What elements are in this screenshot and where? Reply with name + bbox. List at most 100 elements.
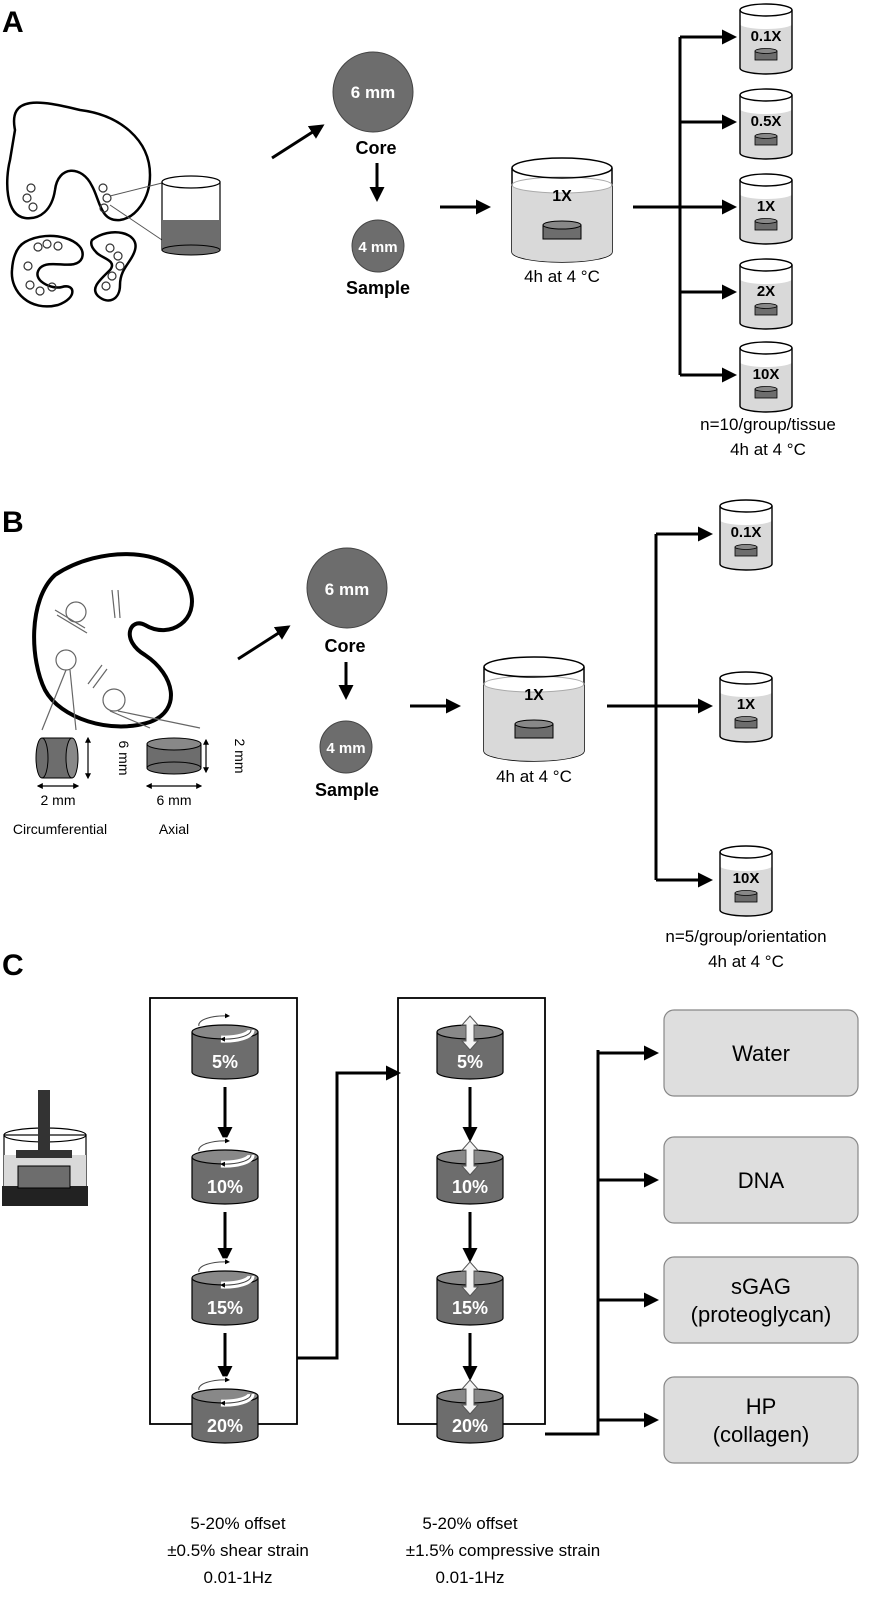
core-disc-icon-b [306,547,388,629]
group-beaker-b-2-label: 10X [733,870,760,887]
comp-caption-line1: 5-20% offset [422,1514,517,1533]
axial-sample-icon [145,737,209,789]
output-3-line2: (collagen) [713,1422,810,1447]
output-2-line1: sGAG [731,1274,791,1299]
comp-step-3-label: 20% [452,1416,488,1436]
shear-step-0: 5% [191,1012,259,1080]
sample-size-label: 4 mm [358,239,397,256]
comp-step-2-label: 15% [452,1298,488,1318]
bath-concentration-label-b: 1X [524,687,544,704]
sample-label: Sample [346,278,410,298]
shear-step-2-rotation-icon [195,1258,255,1289]
branch-lines-b [607,534,658,880]
comp-step-2-compression-icon [460,1261,480,1297]
panel-c-letter: C [2,949,24,982]
orientation-axial: Axial [159,821,189,837]
group-beaker-a-0-label: 0.1X [751,28,782,45]
group-beaker-a-2: 1X [739,173,793,245]
panel-b-note-line1: n=5/group/orientation [665,927,826,946]
core-disc-icon [332,51,414,133]
knee-tissue-drawing [5,101,152,308]
panel-a: A 6 mm Core 4 mm Samp [2,3,836,459]
comp-caption-line3: 0.01-1Hz [436,1568,505,1587]
shear-step-1-rotation-icon [195,1137,255,1168]
core-size-label: 6 mm [351,83,395,102]
sample-label-b: Sample [315,780,379,800]
shear-step-3: 20% [191,1376,259,1444]
output-box-3: HP (collagen) [663,1376,859,1464]
axial-width-dim: 6 mm [157,792,192,808]
comp-step-1-compression-icon [460,1140,480,1176]
core-label: Core [355,138,396,158]
output-box-2: sGAG(proteoglycan) [663,1256,859,1344]
output-box-0: Water [663,1009,859,1097]
shear-step-1: 10% [191,1137,259,1205]
panel-b: B 6 mm 2 mm Circumferential [2,499,827,971]
compression-step-stack: 5% 10% 15% 20% [436,1015,504,1444]
femoral-condyle-outline [5,101,152,222]
panel-b-letter: B [2,506,24,539]
axial-height-dim: 2 mm [232,739,248,774]
osteochondral-plug-icon [109,175,221,256]
output-1-line1: DNA [738,1168,785,1193]
group-beaker-b-0-label: 0.1X [731,524,762,541]
circumferential-sample-icon [35,736,91,789]
group-beaker-b-0: 0.1X [719,499,773,571]
group-beaker-a-1-label: 0.5X [751,113,782,130]
test-chamber-icon [2,1090,88,1206]
core-size-label-b: 6 mm [325,580,369,599]
tissue-core-sites [22,183,125,296]
shear-step-0-label: 5% [212,1052,238,1072]
equilibration-bath-icon-b [483,656,585,762]
comp-step-0-compression-icon [460,1015,480,1051]
group-beaker-b-2: 10X [719,845,773,917]
shear-step-2-label: 15% [207,1298,243,1318]
group-beaker-a-3: 2X [739,258,793,330]
comp-step-0-label: 5% [457,1052,483,1072]
branch-lines [633,37,682,375]
bath-concentration-label: 1X [552,188,572,205]
panel-a-note-line2: 4h at 4 °C [730,440,806,459]
panel-c: C 5% 10% 15% 20% 5-20% offset ±0.5% shear s… [2,949,859,1587]
panel-a-letter: A [2,6,24,39]
shear-caption-line2: ±0.5% shear strain [167,1541,309,1560]
shear-step-stack: 5% 10% 15% 20% [191,1012,259,1444]
comp-step-0: 5% [436,1015,504,1080]
group-baths-a: 0.1X 0.5X 1X 2X 10X [680,3,793,413]
shear-step-2: 15% [191,1258,259,1326]
output-0-line1: Water [732,1041,790,1066]
comp-step-3: 20% [436,1379,504,1444]
panel-a-note-line1: n=10/group/tissue [700,415,836,434]
shear-step-3-rotation-icon [195,1376,255,1407]
shear-step-1-label: 10% [207,1177,243,1197]
group-beaker-a-4-label: 10X [753,366,780,383]
group-baths-b: 0.1X 1X 10X [656,499,773,917]
shear-caption-line1: 5-20% offset [190,1514,285,1533]
group-beaker-a-4: 10X [739,341,793,413]
group-beaker-a-2-label: 1X [757,198,775,215]
output-box-1: DNA [663,1136,859,1224]
lateral-meniscus-outline [89,231,137,302]
sample-disc-icon [351,219,405,273]
core-label-b: Core [324,636,365,656]
group-beaker-a-3-label: 2X [757,283,775,300]
arrow-shear-to-compression [297,1065,401,1360]
orientation-circumferential: Circumferential [13,821,107,837]
output-trunk-line [545,1050,600,1436]
shear-step-0-rotation-icon [195,1012,255,1043]
comp-step-1-label: 10% [452,1177,488,1197]
bath-caption: 4h at 4 °C [524,267,600,286]
shear-step-3-label: 20% [207,1416,243,1436]
equilibration-bath-icon [511,157,613,263]
group-beaker-b-1-label: 1X [737,696,755,713]
output-3-line1: HP [746,1394,777,1419]
sample-size-label-b: 4 mm [326,740,365,757]
group-beaker-b-1: 1X [719,671,773,743]
group-beaker-a-0: 0.1X [739,3,793,75]
shear-caption-line3: 0.01-1Hz [204,1568,273,1587]
comp-step-2: 15% [436,1261,504,1326]
group-beaker-a-1: 0.5X [739,88,793,160]
circ-width-dim: 2 mm [41,792,76,808]
